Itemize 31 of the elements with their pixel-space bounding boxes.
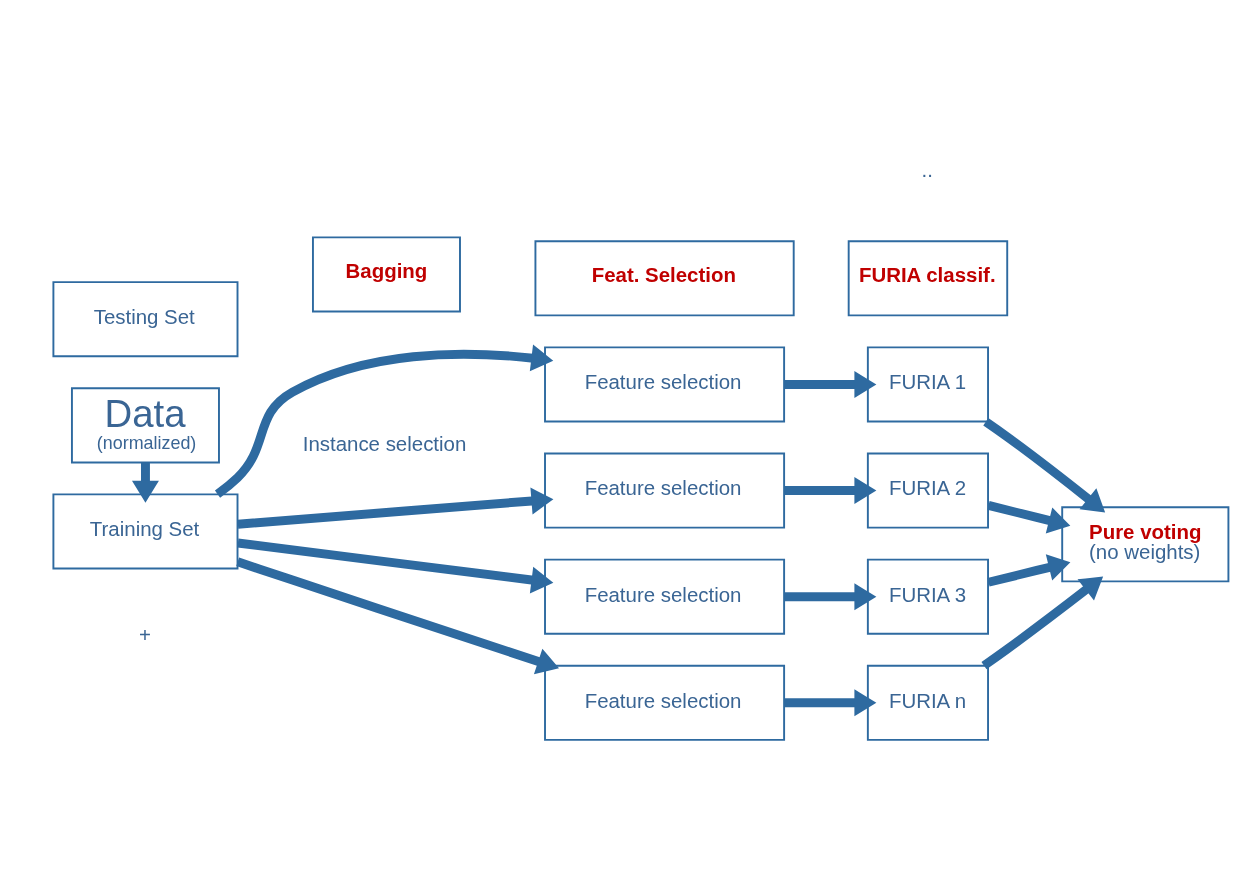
node-box: FURIA 1 [866, 346, 989, 423]
arrow [987, 554, 1071, 587]
arrow [237, 538, 554, 594]
node-box: Feat. Selection [534, 240, 795, 317]
node-box: Feature selection [544, 558, 786, 635]
node-box: FURIA classif. [847, 240, 1009, 317]
node-box: Testing Set [52, 281, 239, 358]
arrow [987, 501, 1071, 534]
node-box: FURIA 2 [866, 452, 989, 529]
node-box: FURIA 3 [866, 558, 989, 635]
arrow [236, 557, 560, 675]
node-box: Feature selection [544, 346, 786, 423]
arrow [981, 576, 1104, 670]
node-box: Training Set [52, 493, 239, 570]
label: .. [921, 158, 933, 182]
arrow [214, 344, 554, 498]
arrow [983, 418, 1106, 513]
node-box: Pure voting (no weights) [1061, 506, 1230, 583]
node-box: Feature selection [544, 452, 786, 529]
arrow [237, 487, 554, 529]
node-box: FURIA n [866, 664, 989, 741]
node-box: Data (normalized) [71, 387, 220, 464]
label: Instance selection [302, 431, 467, 455]
node-box: Bagging [312, 236, 461, 313]
arrow [131, 462, 159, 503]
arrow [784, 370, 877, 398]
node-box: Feature selection [544, 664, 786, 741]
arrow [784, 689, 877, 717]
arrow [784, 583, 877, 611]
label: + [139, 623, 151, 647]
arrow [784, 477, 877, 505]
